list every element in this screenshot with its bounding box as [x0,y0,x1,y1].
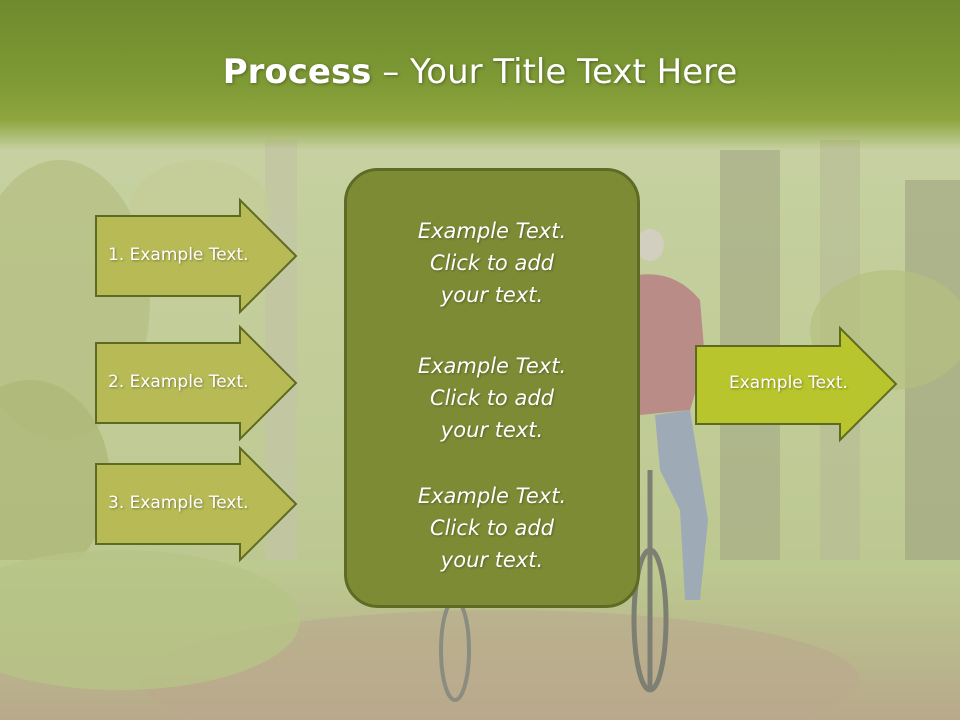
block-2-line-1: Example Text. [417,354,567,378]
block-2-line-3: your text. [440,418,544,442]
center-text-block-1: Example Text. Click to add your text. [347,215,637,311]
title-rest: – Your Title Text Here [371,52,738,92]
left-arrow-3-shape[interactable] [95,445,298,563]
block-1-line-1: Example Text. [417,219,567,243]
right-arrow-label: Example Text. [729,373,848,393]
left-arrow-2-shape[interactable] [95,324,298,442]
left-arrow-1-label: 1. Example Text. [108,245,249,265]
center-text-box[interactable]: Example Text. Click to add your text. Ex… [344,168,640,608]
block-3-line-2: Click to add [429,516,554,540]
block-1-line-2: Click to add [429,251,554,275]
title-bold: Process [222,52,372,92]
header-band [0,0,960,150]
block-3-line-1: Example Text. [417,484,567,508]
left-arrow-3-label: 3. Example Text. [108,493,249,513]
block-2-line-2: Click to add [429,386,554,410]
block-1-line-3: your text. [440,283,544,307]
left-arrow-2-label: 2. Example Text. [108,372,249,392]
center-text-block-3: Example Text. Click to add your text. [347,480,637,576]
block-3-line-3: your text. [440,548,544,572]
right-arrow-shape[interactable] [695,325,898,443]
left-arrow-1-shape[interactable] [95,197,298,315]
center-text-block-2: Example Text. Click to add your text. [347,350,637,446]
slide-title: Process – Your Title Text Here [0,52,960,92]
